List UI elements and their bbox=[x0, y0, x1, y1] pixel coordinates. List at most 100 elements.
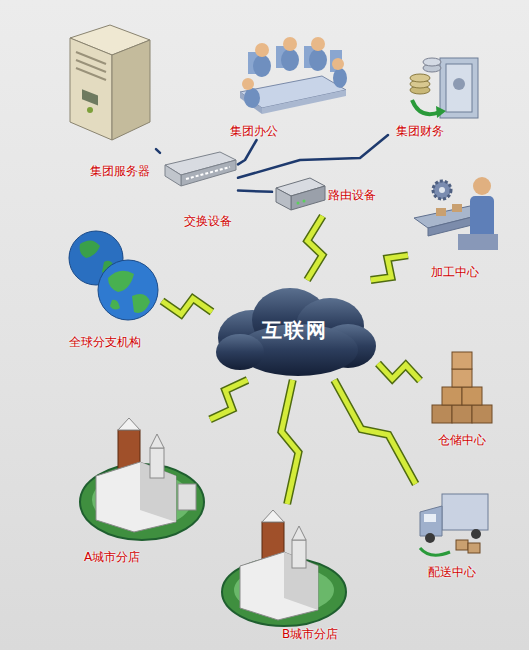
city-a-icon-part bbox=[150, 448, 164, 478]
globe-icon-part bbox=[80, 240, 100, 258]
lightning-fill bbox=[307, 216, 323, 280]
router-icon-part bbox=[297, 202, 300, 205]
cable-line bbox=[156, 149, 160, 153]
processing-icon bbox=[414, 177, 498, 250]
office-icon-part bbox=[255, 43, 269, 57]
lightning-link bbox=[210, 380, 248, 419]
warehouse-icon-part bbox=[452, 405, 472, 423]
city-b-icon-part bbox=[292, 540, 306, 568]
node-label: 交换设备 bbox=[184, 214, 232, 228]
node-label: 路由设备 bbox=[328, 188, 376, 202]
node-label: 加工中心 bbox=[431, 265, 479, 279]
lightning-outline bbox=[307, 216, 323, 280]
processing-icon-part bbox=[436, 208, 446, 216]
router-node: 路由设备 bbox=[272, 172, 384, 216]
store-node: A城市分店 bbox=[76, 414, 210, 566]
finance-icon-part bbox=[453, 78, 465, 90]
processing-icon-part bbox=[473, 177, 491, 195]
delivery-node: 配送中心 bbox=[410, 484, 498, 582]
switch-icon-part bbox=[165, 165, 181, 186]
node-label: 集团办公 bbox=[230, 124, 278, 138]
server-icon-part bbox=[112, 40, 150, 140]
truck-icon-part bbox=[425, 533, 435, 543]
warehouse-icon-part bbox=[452, 352, 472, 369]
office-icon-part bbox=[332, 58, 344, 70]
router-icon-part bbox=[303, 200, 306, 203]
city-b-icon-part bbox=[292, 526, 306, 540]
office-icon-part bbox=[262, 90, 346, 114]
router-icon-part bbox=[276, 188, 291, 210]
processing-icon-part bbox=[433, 181, 451, 199]
finance-icon-part bbox=[440, 58, 478, 118]
lightning-link bbox=[334, 380, 415, 484]
cable-line bbox=[238, 140, 257, 164]
city-a-icon-part bbox=[150, 434, 164, 448]
finance-icon bbox=[410, 58, 478, 118]
truck-icon-part bbox=[420, 548, 450, 555]
globe-icon bbox=[69, 231, 158, 320]
server-icon-part bbox=[70, 38, 112, 140]
warehouse-icon-part bbox=[472, 405, 492, 423]
network-cable bbox=[156, 149, 160, 153]
warehouse-icon-part bbox=[432, 405, 452, 423]
office-icon-part bbox=[242, 78, 254, 90]
store-node: B城市分店 bbox=[218, 504, 350, 644]
network-cable bbox=[238, 191, 272, 192]
finance-icon-part bbox=[423, 58, 441, 66]
server-icon-part bbox=[82, 89, 98, 105]
truck-icon-part bbox=[424, 514, 436, 522]
processing-icon-part bbox=[452, 204, 462, 212]
switch-icon-part bbox=[186, 167, 230, 179]
truck-icon-part bbox=[468, 543, 480, 553]
node-label: 仓储中心 bbox=[438, 433, 486, 447]
processing-node: 加工中心 bbox=[408, 168, 500, 282]
city-b-icon-part bbox=[262, 510, 284, 522]
warehouse-icon-part bbox=[442, 387, 462, 405]
office-icon-part bbox=[311, 37, 325, 51]
switch-node: 交换设备 bbox=[160, 148, 238, 230]
finance-icon-part bbox=[446, 64, 472, 112]
office-icon-part bbox=[333, 68, 347, 88]
cloud-shape-part bbox=[216, 334, 264, 370]
lightning-outline bbox=[334, 380, 415, 484]
lightning-fill bbox=[281, 380, 298, 504]
lightning-link bbox=[378, 364, 420, 381]
warehouse-node: 仓储中心 bbox=[420, 344, 502, 450]
lightning-link bbox=[162, 298, 212, 314]
lightning-fill bbox=[371, 255, 408, 280]
office-icon-part bbox=[283, 37, 297, 51]
lightning-link bbox=[307, 216, 323, 280]
warehouse-icon bbox=[432, 352, 492, 423]
office-node: 集团办公 bbox=[228, 28, 350, 140]
city-a-icon-part bbox=[118, 418, 140, 430]
truck-icon bbox=[420, 494, 488, 555]
city-a-icon-part bbox=[178, 484, 196, 510]
lightning-outline bbox=[378, 364, 420, 381]
cloud-node: 互联网 bbox=[212, 280, 378, 380]
node-label: 集团财务 bbox=[396, 124, 444, 138]
office-icon-part bbox=[281, 49, 299, 71]
office-icon-part bbox=[244, 88, 260, 108]
truck-icon-part bbox=[442, 494, 488, 530]
server-icon-part bbox=[76, 68, 106, 80]
processing-icon-part bbox=[458, 234, 498, 250]
lightning-outline bbox=[281, 380, 298, 504]
cable-line bbox=[238, 135, 388, 178]
globe-icon-part bbox=[110, 300, 120, 310]
globe-icon-part bbox=[98, 260, 158, 320]
lightning-fill bbox=[378, 364, 420, 381]
finance-icon-part bbox=[412, 100, 440, 114]
node-label: 集团服务器 bbox=[90, 164, 150, 178]
lightning-outline bbox=[210, 380, 248, 419]
office-icon-part bbox=[309, 49, 327, 71]
network-cable bbox=[238, 135, 388, 178]
router-icon-part bbox=[291, 186, 325, 210]
lightning-outline bbox=[371, 255, 408, 280]
switch-icon bbox=[165, 152, 236, 186]
finance-node: 集团财务 bbox=[388, 50, 483, 142]
city-b-icon bbox=[222, 510, 346, 626]
server-node: 集团服务器 bbox=[52, 20, 156, 182]
node-label: 全球分支机构 bbox=[69, 335, 141, 349]
